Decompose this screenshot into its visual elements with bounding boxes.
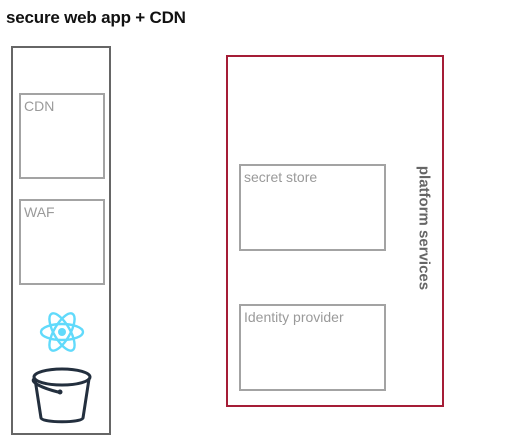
bucket-icon bbox=[31, 367, 92, 424]
diagram-title: secure web app + CDN bbox=[6, 8, 186, 27]
left-group bbox=[11, 46, 111, 435]
identity-provider-label: Identity provider bbox=[244, 309, 344, 325]
cdn-label: CDN bbox=[24, 98, 55, 114]
identity-provider-box: Identity provider bbox=[239, 304, 386, 391]
cdn-box: CDN bbox=[19, 93, 105, 179]
secret-store-label: secret store bbox=[244, 169, 318, 185]
platform-services-group bbox=[226, 55, 444, 407]
secret-store-box: secret store bbox=[239, 164, 386, 251]
react-icon bbox=[39, 312, 85, 352]
platform-services-label: platform services bbox=[415, 165, 433, 291]
waf-box: WAF bbox=[19, 199, 105, 285]
waf-label: WAF bbox=[24, 204, 55, 220]
